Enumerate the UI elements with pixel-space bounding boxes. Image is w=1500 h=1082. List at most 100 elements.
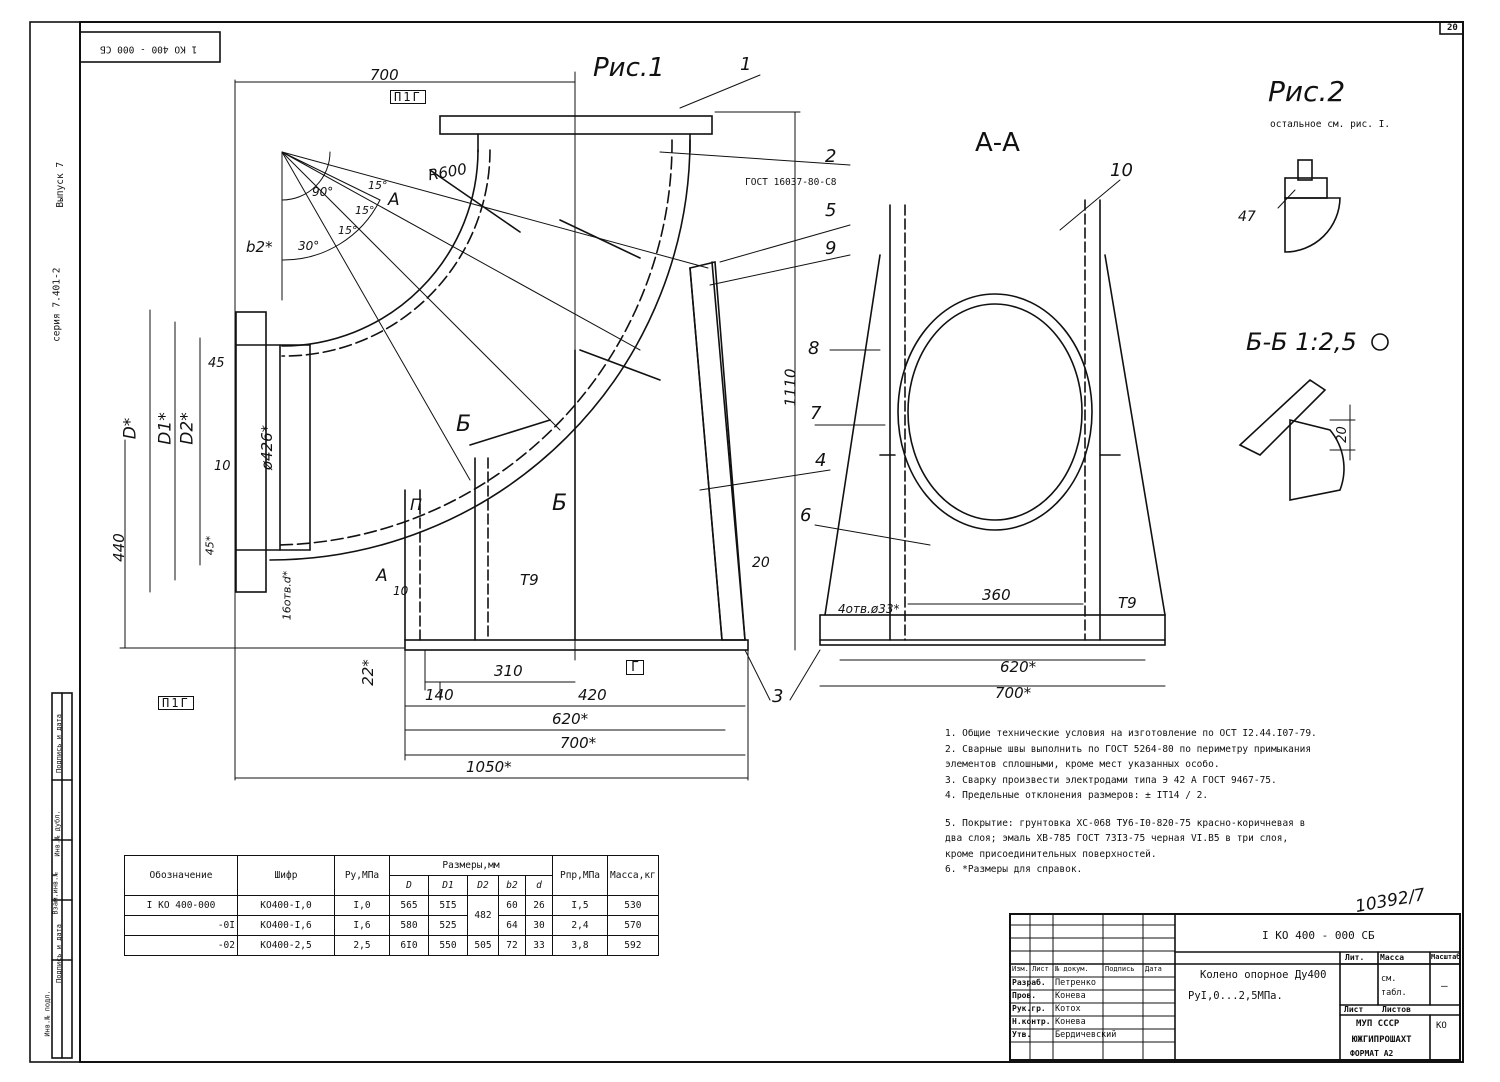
th-sizes: Размеры,мм [389, 855, 553, 876]
issue-label: Выпуск 7 [55, 161, 67, 208]
fig2-note: остальное см. рис. I. [1270, 119, 1391, 130]
tb-sheet: Лист [1344, 1005, 1364, 1014]
th-code: Шифр [237, 855, 335, 896]
cell-mass: 530 [607, 895, 659, 916]
callout-7: 7 [810, 403, 822, 424]
dim-D: D* [120, 417, 141, 440]
tb-role-1: Разраб. [1012, 978, 1046, 987]
tb-person-2: Конева [1055, 991, 1086, 1001]
dim-t9b: Т9 [1118, 594, 1137, 612]
dim-angle-15c: 15° [338, 224, 358, 237]
dim-620b: 620* [1000, 658, 1037, 676]
note-5: 5. Покрытие: грунтовка ХС-068 ТУ6-I0-820… [945, 817, 1306, 829]
top-flange [439, 115, 713, 135]
th-D2: D2 [467, 875, 499, 896]
tb-person-5: Бердичевский [1055, 1030, 1117, 1040]
cell-designation: -02 [124, 935, 238, 956]
cell-mass: 592 [607, 935, 659, 956]
cell-b2: 72 [498, 935, 526, 956]
dim-45b: 45* [203, 535, 217, 556]
dim-angle-15a: 15° [368, 179, 388, 192]
tb-list: Лист [1032, 965, 1049, 973]
mark-a: А [388, 190, 400, 210]
table-row: I КО 400-000 КО400-I,0 I,0 565 5I5 482 6… [124, 895, 659, 936]
dim-700b: 700* [995, 684, 1032, 702]
callout-1: 1 [740, 54, 752, 75]
note-5b: два слоя; эмаль ХВ-785 ГОСТ 73I3-75 черн… [945, 833, 1289, 844]
page-number: 20 [1447, 23, 1458, 33]
cell-D1: 525 [428, 915, 468, 936]
tb-role-4: Н.контр. [1012, 1017, 1051, 1026]
dim-1110: 1110 [781, 368, 800, 407]
fig1-title: Рис.1 [593, 53, 665, 83]
note-1: 1. Общие технические условия на изготовл… [945, 728, 1317, 739]
cell-code: КО400-I,6 [237, 915, 335, 936]
cell-D2: 505 [467, 935, 499, 956]
fig2-title: Рис.2 [1268, 75, 1346, 108]
dim-440: 440 [109, 533, 128, 562]
mark-g: Г [626, 660, 644, 675]
note-2: 2. Сварные швы выполнить по ГОСТ 5264-80… [945, 743, 1312, 755]
cell-D: 565 [389, 895, 429, 916]
cell-d: 30 [525, 915, 553, 936]
th-D: D [389, 875, 429, 896]
th-d: d [525, 875, 553, 896]
tb-person-1: Петренко [1055, 978, 1096, 988]
tb-sheets: Листов [1382, 1005, 1411, 1014]
cell-b2: 60 [498, 895, 526, 916]
dim-D1: D1* [155, 412, 176, 445]
dim-47: 47 [1238, 209, 1256, 225]
rotated-doc-code: 1 КО 400 - 000 СБ [100, 43, 198, 55]
callout-9: 9 [825, 238, 837, 259]
cell-designation: I КО 400-000 [124, 895, 238, 916]
table-row: -02 КО400-2,5 2,5 6I0 550 505 72 33 3,8 … [124, 935, 659, 956]
tb-role-2: Пров. [1012, 991, 1037, 1000]
binding-label-4: Инв.№ дубл. [53, 810, 62, 857]
cell-py: I,6 [334, 915, 390, 936]
th-ppr: Рпр,МПа [552, 855, 608, 896]
title-block [1009, 913, 1461, 1061]
dim-1050: 1050* [466, 758, 512, 776]
callout-3: 3 [772, 686, 784, 707]
dim-22: 22* [358, 659, 377, 686]
cell-D1: 550 [428, 935, 468, 956]
dim-700: 700* [560, 734, 597, 752]
dim-b2: b2* [246, 238, 273, 256]
cell-b2: 64 [498, 915, 526, 936]
th-D1: D1 [428, 875, 468, 896]
note-6: 6. *Размеры для справок. [945, 864, 1083, 875]
cell-D2: 482 [467, 895, 499, 936]
mark-a2: А [376, 566, 388, 586]
note-3: 3. Сварку произвести электродами типа Э … [945, 774, 1277, 786]
dim-t9a: Т9 [520, 571, 539, 589]
dim-420: 420 [578, 686, 607, 704]
technical-notes: 1. Общие технические условия на изготовл… [945, 726, 1365, 878]
base-plate [404, 639, 749, 651]
section-aa-title: А-А [975, 128, 1020, 158]
cell-D: 580 [389, 915, 429, 936]
binding-label-2: Подпись и дата [55, 923, 64, 984]
title-name-2: РуI,0...2,5МПа. [1188, 990, 1283, 1002]
binding-label-1: Инв.№ подл. [43, 990, 52, 1037]
th-mass: Масса,кг [607, 855, 659, 896]
callout-10: 10 [1110, 160, 1133, 181]
cell-code: КО400-I,0 [237, 895, 335, 916]
elbow-outer [269, 139, 691, 561]
cell-py: I,0 [334, 895, 390, 916]
cell-D: 6I0 [389, 935, 429, 956]
dim-426: ø426* [258, 424, 277, 471]
pipe-section [897, 293, 1093, 531]
format-label: ФОРМАТ А2 [1350, 1049, 1394, 1058]
dim-360: 360 [982, 586, 1011, 604]
callout-8: 8 [808, 338, 820, 359]
tb-org-2: ЮЖГИПРОШАХТ [1352, 1035, 1412, 1045]
cell-ppr: I,5 [552, 895, 608, 916]
dim-20b: 20 [1334, 426, 1350, 443]
cell-ppr: 2,4 [552, 915, 608, 936]
dim-620: 620* [552, 710, 589, 728]
callout-2: 2 [825, 146, 837, 167]
tb-ko: КО [1436, 1021, 1447, 1031]
tb-person-3: Котох [1055, 1004, 1081, 1014]
mark-b2: Б [552, 491, 568, 516]
